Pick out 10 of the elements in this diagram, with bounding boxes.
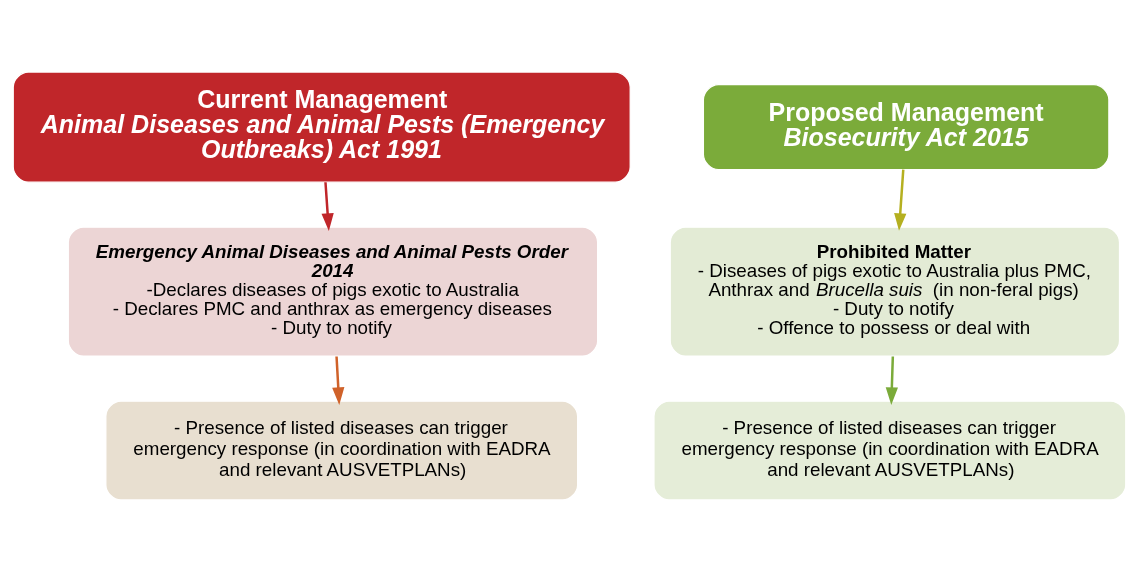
node-box: Emergency Animal Diseases and Animal Pests Order 2014 -Declares diseases of pigs exotic to Australia - Declares PMC and anthrax as emergency diseases - Duty to notify (67, 226, 599, 357)
node-box: - Presence of listed diseases can trigger emergency response (in coordination with EADRA and relevant AUSVETPLANs) (653, 400, 1127, 501)
node-box: - Presence of listed diseases can trigger emergency response (in coordination with EADRA and relevant AUSVETPLANs) (105, 400, 579, 501)
node-box: Current Management Animal Diseases and Animal Pests (Emergency Outbreaks) Act 1991 (12, 70, 631, 183)
arrow (885, 355, 898, 405)
node-box: Prohibited Matter - Diseases of pigs exotic to Australia plus PMC, Anthrax and Brucella suis (in non-feral pigs) - Duty to notify - Offence to possess or deal with (669, 226, 1121, 357)
arrow (332, 355, 345, 405)
node-box: Proposed Management Biosecurity Act 2015 (702, 83, 1110, 170)
arrow (894, 169, 907, 231)
arrow (321, 181, 334, 231)
